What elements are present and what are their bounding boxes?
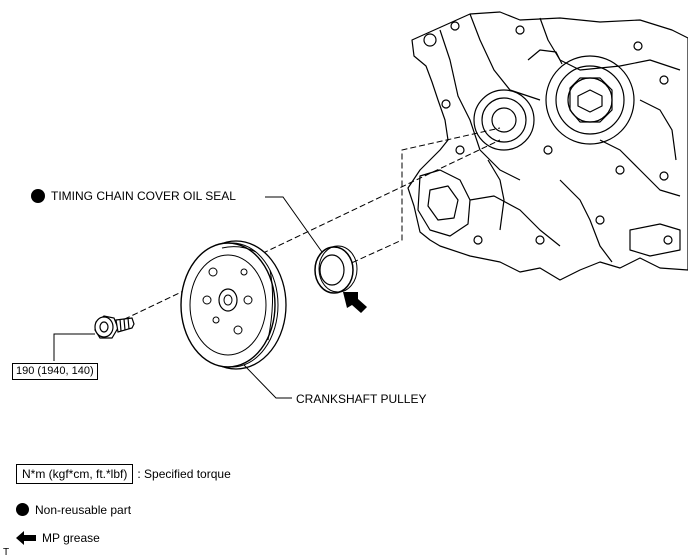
legend-torque-desc: : Specified torque — [137, 467, 231, 481]
corner-mark: T — [3, 547, 10, 558]
torque-value-box: 190 (1940, 140) — [12, 363, 98, 380]
non-reusable-callout-icon — [31, 189, 45, 203]
legend-grease-label: MP grease — [42, 531, 100, 545]
timing-chain-cover-oil-seal-part — [314, 245, 358, 294]
assembly-center-line — [107, 139, 501, 328]
legend-non-reusable-label: Non-reusable part — [35, 503, 132, 517]
legend-non-reusable: Non-reusable part — [16, 503, 131, 517]
callout-leader-lines — [53, 196, 323, 399]
oil-seal-callout-label: TIMING CHAIN COVER OIL SEAL — [51, 189, 236, 203]
assembly-guide-line — [335, 127, 501, 271]
legend-torque-unit-box: N*m (kgf*cm, ft.*lbf) — [16, 464, 134, 484]
legend-torque: N*m (kgf*cm, ft.*lbf): Specified torque — [16, 464, 231, 484]
filled-circle-icon — [16, 503, 29, 516]
left-arrow-icon — [16, 531, 36, 545]
legend-grease: MP grease — [16, 531, 100, 545]
crankshaft-pulley-callout-label: CRANKSHAFT PULLEY — [296, 392, 427, 406]
crankshaft-pulley-bolt-part — [94, 315, 135, 339]
crankshaft-pulley-part — [180, 240, 287, 370]
mp-grease-arrow-icon — [343, 292, 367, 313]
engine-timing-cover-illustration — [407, 11, 688, 281]
